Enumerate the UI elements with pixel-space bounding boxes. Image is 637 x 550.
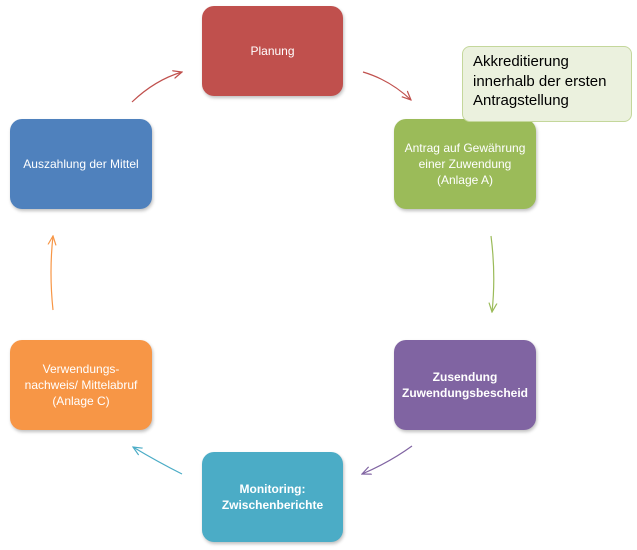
- node-planung-label: Planung: [250, 43, 295, 58]
- node-antrag: Antrag auf Gewährung einer Zuwendung (An…: [394, 119, 536, 209]
- node-verwendung: Verwendungs- nachweis/ Mittelabruf (Anla…: [10, 340, 152, 430]
- node-antrag-label: Antrag auf Gewährung einer Zuwendung (An…: [404, 140, 526, 188]
- node-monitoring-label: Monitoring: Zwischenberichte: [221, 481, 324, 512]
- node-zusendung: Zusendung Zuwendungsbescheid: [394, 340, 536, 430]
- node-monitoring: Monitoring: Zwischenberichte: [202, 452, 343, 542]
- node-auszahlung-label: Auszahlung der Mittel: [23, 156, 139, 171]
- arrow-antrag-to-zusendung: [491, 235, 494, 312]
- arrow-monitoring-to-verwendung: [133, 447, 183, 475]
- accreditation-callout-text: Akkreditierung innerhalb der ersten Antr…: [473, 53, 607, 109]
- node-verwendung-label: Verwendungs- nachweis/ Mittelabruf (Anla…: [24, 361, 138, 409]
- arrow-planung-to-antrag: [362, 71, 411, 100]
- node-auszahlung: Auszahlung der Mittel: [10, 119, 152, 209]
- arrow-auszahlung-to-planung: [131, 72, 182, 103]
- node-planung: Planung: [202, 6, 343, 96]
- node-zusendung-label: Zusendung Zuwendungsbescheid: [401, 369, 528, 400]
- arrow-verwendung-to-auszahlung: [51, 236, 53, 311]
- accreditation-callout: Akkreditierung innerhalb der ersten Antr…: [462, 46, 632, 122]
- arrow-zusendung-to-monitoring: [362, 445, 413, 474]
